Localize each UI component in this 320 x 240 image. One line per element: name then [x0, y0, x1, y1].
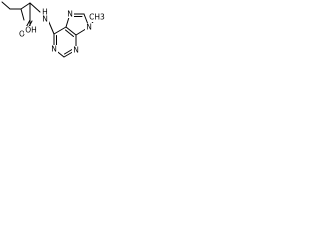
- bond-c5-c6: [53, 26, 67, 35]
- bond-ch-methyl: [20, 8, 25, 21]
- bond-alpha-n: [29, 2, 41, 13]
- chemical-structure-diagram: H N O OH N N N N CH3: [1, 1, 105, 58]
- purine-n9-label: N: [86, 23, 92, 32]
- atom-labels: H N O OH N N N N CH3: [18, 8, 105, 55]
- side-chain: [1, 1, 41, 21]
- carbonyl-o-label: O: [19, 30, 25, 39]
- methyl-label: CH3: [89, 13, 105, 22]
- amine-n-label: N: [42, 15, 48, 24]
- purine-n3-label: N: [73, 46, 79, 55]
- amine-h-label: H: [42, 8, 48, 17]
- purine-n7-label: N: [67, 10, 73, 19]
- bond-c4-c5: [65, 26, 77, 36]
- hydroxyl-oh-label: OH: [25, 26, 37, 35]
- bond-ethyl-ch3-ch2: [1, 1, 11, 10]
- purine-n1-label: N: [51, 45, 57, 54]
- bond-ch-alpha: [20, 2, 31, 10]
- bond-c4-c5-double: [65, 29, 74, 37]
